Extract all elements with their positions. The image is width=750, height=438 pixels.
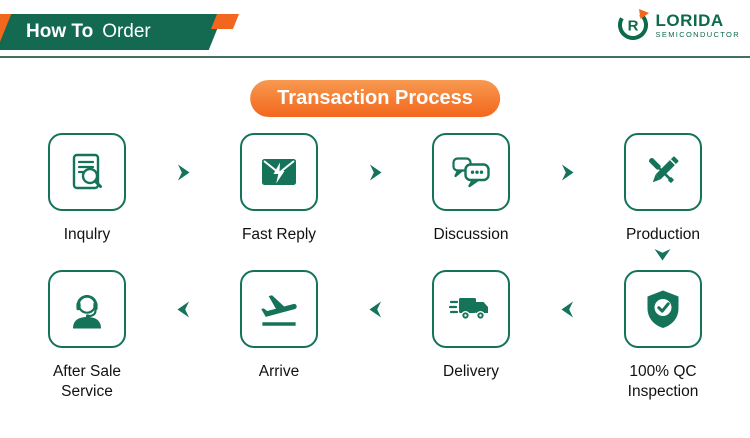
process-step-arrive: Arrive xyxy=(213,270,345,381)
process-step-discussion: Discussion xyxy=(405,133,537,244)
step-label: Inqulry xyxy=(63,226,111,243)
arrow-right-icon xyxy=(153,133,213,211)
process-step-delivery: Delivery xyxy=(405,270,537,381)
process-step-production: Production xyxy=(597,133,729,244)
arrive-icon xyxy=(240,270,318,349)
step-label: Discussion xyxy=(433,226,509,243)
process-row-1: Inqulry Fast Reply xyxy=(21,133,729,244)
process-step-after-sale-service: After Sale Service xyxy=(21,270,153,401)
step-label: Production xyxy=(625,226,701,243)
banner-accent-right xyxy=(210,14,240,29)
arrow-right-icon xyxy=(537,133,597,211)
delivery-icon xyxy=(432,270,510,349)
production-icon xyxy=(624,133,702,211)
process-diagram: Inqulry Fast Reply xyxy=(21,133,729,401)
header-divider xyxy=(0,56,750,58)
fast-reply-icon xyxy=(240,133,318,211)
qc-inspection-icon xyxy=(624,270,702,349)
step-label: Arrive xyxy=(258,363,300,381)
page-title-rest: Order xyxy=(102,21,151,42)
arrow-down-icon xyxy=(654,248,671,266)
arrow-left-icon xyxy=(345,270,405,348)
after-sale-service-icon xyxy=(48,270,126,349)
lorida-logo: R LORIDA SEMICONDUCTOR xyxy=(616,8,741,42)
step-label: Delivery xyxy=(443,363,499,381)
step-label: 100% QC Inspection xyxy=(627,363,699,400)
step-label: After Sale Service xyxy=(52,363,122,400)
section-title-pill: Transaction Process xyxy=(250,80,500,117)
logo-subtitle-text: SEMICONDUCTOR xyxy=(655,29,740,39)
arrow-left-icon xyxy=(153,270,213,348)
discussion-icon xyxy=(432,133,510,211)
step-label: Fast Reply xyxy=(241,226,317,243)
inquiry-icon xyxy=(48,133,126,211)
page-title-bold: How To xyxy=(26,21,94,42)
page-title: How To Order xyxy=(26,14,151,50)
process-row-connector xyxy=(21,244,729,270)
logo-monogram: R xyxy=(627,18,638,35)
arrow-left-icon xyxy=(537,270,597,348)
lorida-logo-icon: R xyxy=(617,9,649,40)
process-step-fast-reply: Fast Reply xyxy=(213,133,345,244)
process-row-2: After Sale Service Arrive xyxy=(21,270,729,401)
arrow-right-icon xyxy=(345,133,405,211)
process-step-inquiry: Inqulry xyxy=(21,133,153,244)
process-step-qc-inspection: 100% QC Inspection xyxy=(597,270,729,401)
logo-brand-text: LORIDA xyxy=(655,10,724,30)
